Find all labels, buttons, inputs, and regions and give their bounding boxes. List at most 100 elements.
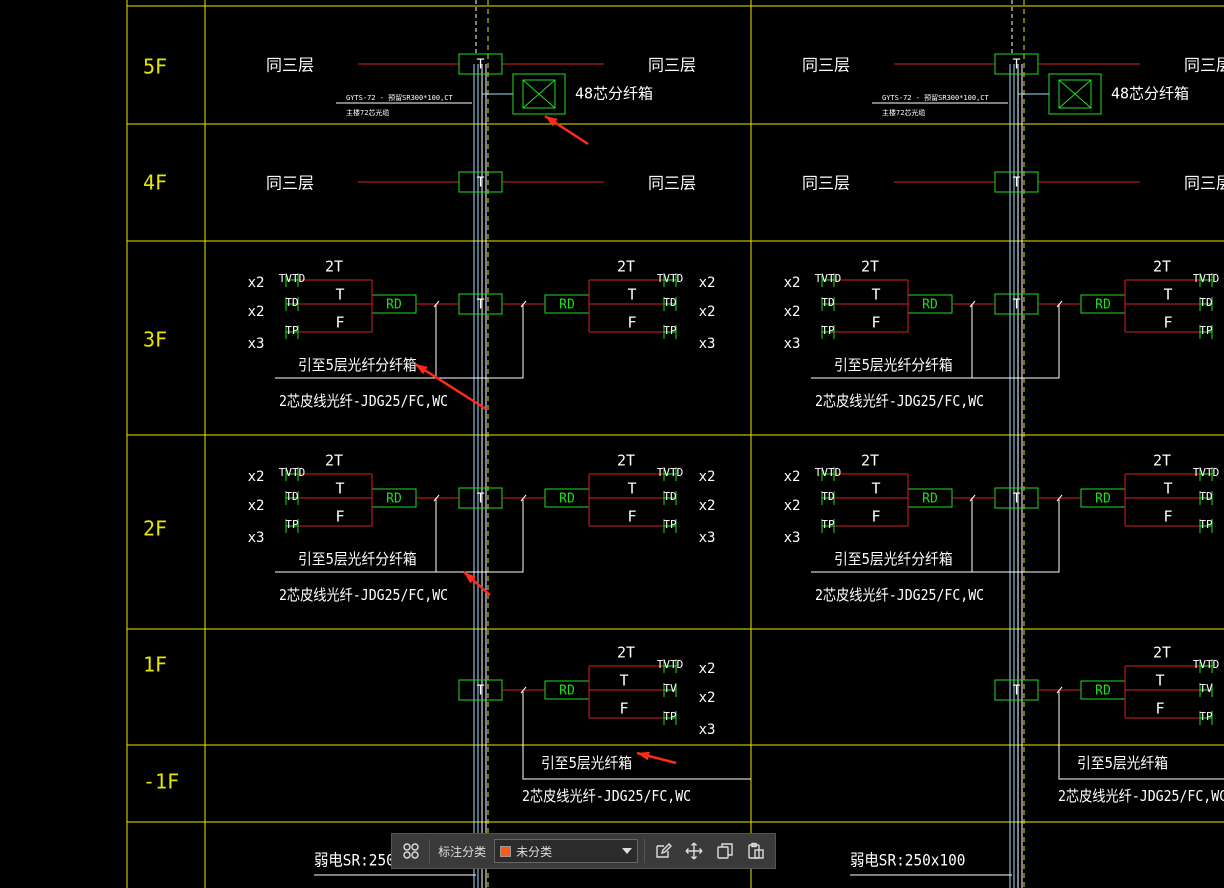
same-floor-note: 同三层 [802, 56, 850, 75]
fiber-box-48-inner [1058, 79, 1092, 109]
same-floor-note: 同三层 [266, 174, 314, 193]
fiber-cable-note: 2芯皮线光纤-JDG25/FC,WC [522, 789, 691, 806]
socket-label: TD [285, 296, 298, 309]
fiber-box-48-label: 48芯分纤箱 [1111, 85, 1189, 103]
panel-2t: 2T [617, 452, 635, 470]
panel-f: F [627, 314, 636, 332]
lead-note: 引至5层光纤箱 [541, 755, 632, 773]
tee-label: T [1013, 176, 1021, 191]
socket-label: TP [1199, 710, 1213, 723]
same-floor-note: 同三层 [266, 56, 314, 75]
cable-spec-text: GYTS-72 - 预留SR300*100,CT [346, 93, 454, 102]
lead-note: 引至5层光纤分纤箱 [298, 357, 417, 375]
rd-label: RD [1095, 298, 1111, 313]
panel-2t: 2T [325, 452, 343, 470]
socket-label: TD [821, 490, 834, 503]
edit-icon[interactable] [651, 838, 676, 864]
toolbar-divider [643, 839, 645, 863]
panel-f: F [335, 508, 344, 526]
socket-label: TVTD [279, 466, 306, 479]
annotation-arrow [414, 362, 487, 411]
category-select-value: 未分类 [516, 844, 553, 859]
qty-label: x3 [248, 336, 265, 352]
fiber-cable-note: 2芯皮线光纤-JDG25/FC,WC [815, 588, 984, 605]
panel-t: T [619, 672, 628, 690]
qty-label: x2 [699, 661, 716, 677]
rd-label: RD [922, 298, 938, 313]
fiber-box-cross [522, 79, 556, 109]
panel-2t: 2T [1153, 258, 1171, 276]
panel-t: T [335, 480, 344, 498]
qty-label: x2 [699, 469, 716, 485]
socket-label: TP [821, 324, 835, 337]
socket-label: TVTD [657, 272, 684, 285]
qty-label: x3 [699, 530, 716, 546]
qty-label: x3 [699, 336, 716, 352]
socket-label: TVTD [815, 466, 842, 479]
tee-label: T [477, 492, 485, 507]
tee-label: T [477, 298, 485, 313]
socket-label: TD [1199, 490, 1212, 503]
qty-label: x2 [784, 304, 801, 320]
tee-junction [994, 53, 1039, 75]
annotation-arrow-head [545, 116, 558, 127]
leader-line [522, 690, 751, 780]
panel-2t: 2T [325, 258, 343, 276]
floor-label: 3F [143, 328, 167, 352]
socket-label: TP [285, 518, 299, 531]
same-floor-note: 同三层 [802, 174, 850, 193]
leader-line [1058, 690, 1224, 780]
panel-t: T [1163, 286, 1172, 304]
panel-2t: 2T [861, 258, 879, 276]
socket-label: TVTD [815, 272, 842, 285]
socket-label: TVTD [279, 272, 306, 285]
annotation-toolbar: 标注分类 未分类 [391, 833, 776, 869]
fiber-box-48-label: 48芯分纤箱 [575, 85, 653, 103]
tee-label: T [1013, 492, 1021, 507]
weak-sr-note: 弱电SR:250x100 [850, 851, 965, 870]
socket-label: TD [821, 296, 834, 309]
annotation-arrow-head [637, 751, 650, 761]
qty-label: x2 [248, 304, 265, 320]
socket-label: TP [285, 324, 299, 337]
category-select[interactable]: 未分类 [494, 839, 638, 863]
toolbar-divider [429, 839, 431, 863]
socket-label: TVTD [1193, 658, 1220, 671]
cable-spec-text: 主楼72芯光缆 [882, 108, 925, 117]
category-color-swatch [500, 845, 512, 857]
fiber-box-cross [1058, 79, 1092, 109]
move-icon[interactable] [682, 838, 707, 864]
tee-label: T [477, 58, 485, 73]
rd-label: RD [559, 684, 575, 699]
fiber-cable-note: 2芯皮线光纤-JDG25/FC,WC [1058, 789, 1224, 806]
lead-note: 引至5层光纤分纤箱 [298, 551, 417, 569]
floor-label: -1F [143, 770, 179, 794]
grid-icon[interactable] [398, 838, 423, 864]
panel-t: T [627, 286, 636, 304]
socket-label: TP [663, 518, 677, 531]
qty-label: x2 [784, 469, 801, 485]
tee-junction [994, 171, 1039, 193]
cable-spec-text: GYTS-72 - 预留SR300*100,CT [882, 93, 990, 102]
rd-label: RD [559, 298, 575, 313]
same-floor-note: 同三层 [648, 56, 696, 75]
same-floor-note: 同三层 [1184, 56, 1224, 75]
copy-icon[interactable] [713, 838, 738, 864]
socket-label: TP [663, 710, 677, 723]
qty-label: x2 [248, 275, 265, 291]
socket-label: TV [663, 682, 677, 695]
leader-line [275, 498, 524, 573]
panel-t: T [871, 286, 880, 304]
same-floor-note: 同三层 [648, 174, 696, 193]
panel-f: F [1163, 314, 1172, 332]
tee-label: T [1013, 684, 1021, 699]
floor-label: 4F [143, 171, 167, 195]
panel-f: F [627, 508, 636, 526]
rd-label: RD [1095, 492, 1111, 507]
paste-icon[interactable] [744, 838, 769, 864]
qty-label: x2 [784, 498, 801, 514]
rd-label: RD [559, 492, 575, 507]
qty-label: x2 [248, 498, 265, 514]
panel-t: T [1163, 480, 1172, 498]
